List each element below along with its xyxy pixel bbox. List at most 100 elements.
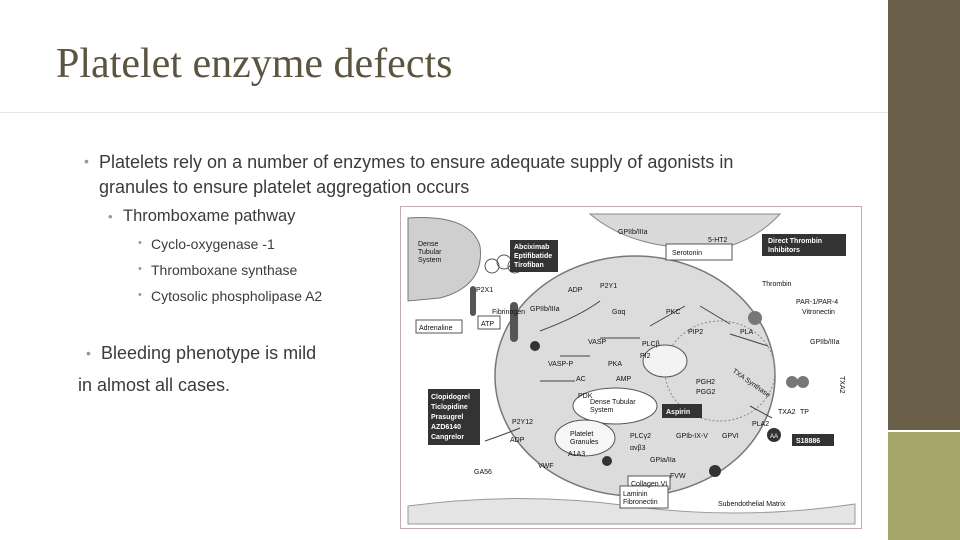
subendo-label: Subendothelial Matrix [718,501,786,508]
s18886-box [792,434,834,446]
dense-center-label-2: System [590,407,614,414]
aspirin-label: Aspirin [666,409,690,416]
txa2-label: TXA2 [778,409,796,416]
receptor [510,302,518,342]
pgg2-label: PGG2 [696,389,716,396]
avb3-label: αvβ3 [630,445,646,452]
platelet-granules [554,419,616,457]
bullet-dot: • [84,153,89,169]
par-label: PAR-1/PAR-4 [796,299,838,306]
collagen-label: Collagen VI [631,481,667,488]
direct-thrombin-box [762,234,846,256]
receptor [748,311,762,325]
platelet-pathway-diagram: Dense Tubular System Abciximab Eptifibat… [400,206,862,529]
pip2-label: PIP2 [688,329,703,336]
title-divider [0,112,888,113]
fvw-label: FVW [670,473,686,480]
ht2-label: 5-HT2 [708,237,728,244]
atp-label: ATP [481,321,494,328]
atp-box [477,315,501,330]
sub-bullet: Thromboxame pathway [123,207,296,225]
a1a3-label: A1A3 [568,451,585,458]
pla-label: PLA [740,329,754,336]
pgh2-label: PGH2 [696,379,715,386]
dense-tubular-label-1: Dense [418,241,438,248]
txa2-right-label: TXA2 [838,376,845,394]
gpiib-top-label: GPIIb/IIIa [618,229,648,236]
bullet-1-line-2: granules to ensure platelet aggregation … [99,177,470,197]
prasugrel-label: Prasugrel [431,414,463,421]
decorative-side-bar [888,0,960,432]
bullet-dot: • [138,237,142,249]
adp-top-label: ADP [568,287,583,294]
ac-label: AC [576,376,586,383]
fibronectin-label: Fibronectin [623,499,658,506]
dense-tubular-label-2: Tubular [418,249,442,256]
dense-center-label-1: Dense Tubular [590,399,636,406]
abciximab-box [510,240,558,272]
receptor [484,258,500,274]
direct-thrombin-label-1: Direct Thrombin [768,238,822,245]
ga56-label: GA56 [474,469,492,476]
sub-sub-bullet: Cytosolic phospholipase A2 [151,288,323,304]
platelet-granules-label-2: Granules [570,439,599,446]
bullet-2-line-1: Bleeding phenotype is mild [101,343,317,363]
aspirin-box [662,404,702,418]
laminin-box [619,485,669,509]
cangrelor-label: Cangrelor [431,434,464,441]
platelet-pathway-figure: Dense Tubular System Abciximab Eptifibat… [400,206,862,529]
bullet-dot: • [86,345,91,361]
ticlopidine-label: Ticlopidine [431,404,468,411]
azd6140-label: AZD6140 [431,424,461,431]
dense-tubular-system [572,387,658,425]
vitronectin-label: Vitronectin [802,309,835,316]
bullet-dot: • [138,289,142,301]
receptor [470,286,476,316]
adrenaline-box [415,319,463,334]
direct-thrombin-label-2: Inhibitors [768,247,800,254]
p2x1-label: P2X1 [476,287,493,294]
gpia-label: GPIa/IIa [650,457,676,464]
abciximab-label: Abciximab [514,244,549,251]
serotonin-box [665,243,733,261]
gpiib-mid-label: GPIIb/IIIa [530,306,560,313]
platelet-body [494,255,776,497]
s18886-label: S18886 [796,438,820,445]
plcb-label: PLCβ [642,341,660,348]
amp-label: AMP [616,376,632,383]
fibrinogen-label: Fibrinogen [492,309,525,316]
gpvi-label: GPVI [722,433,739,440]
clopidogrel-label: Clopidogrel [431,394,470,401]
pla2-label: PLA2 [752,421,769,428]
pdk-label: PDK [578,393,593,400]
clopidogrel-box [428,389,480,445]
receptor [530,341,540,351]
bullet-2-line-2: in almost all cases. [78,375,231,395]
dense-tubular-label-3: System [418,257,442,264]
sub-sub-bullet: Cyclo-oxygenase -1 [151,236,275,252]
platelet-granules-label-1: Platelet [570,431,593,438]
adp-left-label: ADP [510,437,525,444]
adrenaline-label: Adrenaline [419,325,453,332]
aa-label: AA [770,434,778,440]
bullet-dot: • [108,209,113,224]
receptor [797,376,809,388]
thrombin-label: Thrombin [762,281,792,288]
gpib-label: GPIb-IX-V [676,433,708,440]
slide-title: Platelet enzyme defects [56,41,453,87]
sub-sub-bullet: Thromboxane synthase [151,262,298,278]
plcy2-label: PLCγ2 [630,433,651,440]
p2y12-label: P2Y12 [512,419,533,426]
bullet-1-line-1: Platelets rely on a number of enzymes to… [99,152,734,172]
gpiib-right-label: GPIIb/IIIa [810,339,840,346]
laminin-label: Laminin [623,491,648,498]
tirofiban-label: Tirofiban [514,262,544,269]
vwf-label: VWF [538,463,554,470]
dense-granule-cell [407,217,481,302]
aa-node [767,428,781,442]
pi2-label: PI2 [640,353,651,360]
decorative-side-bar-accent [888,432,960,540]
gq-label: Gαq [612,309,625,316]
eptifibatide-label: Eptifibatide [514,253,552,260]
